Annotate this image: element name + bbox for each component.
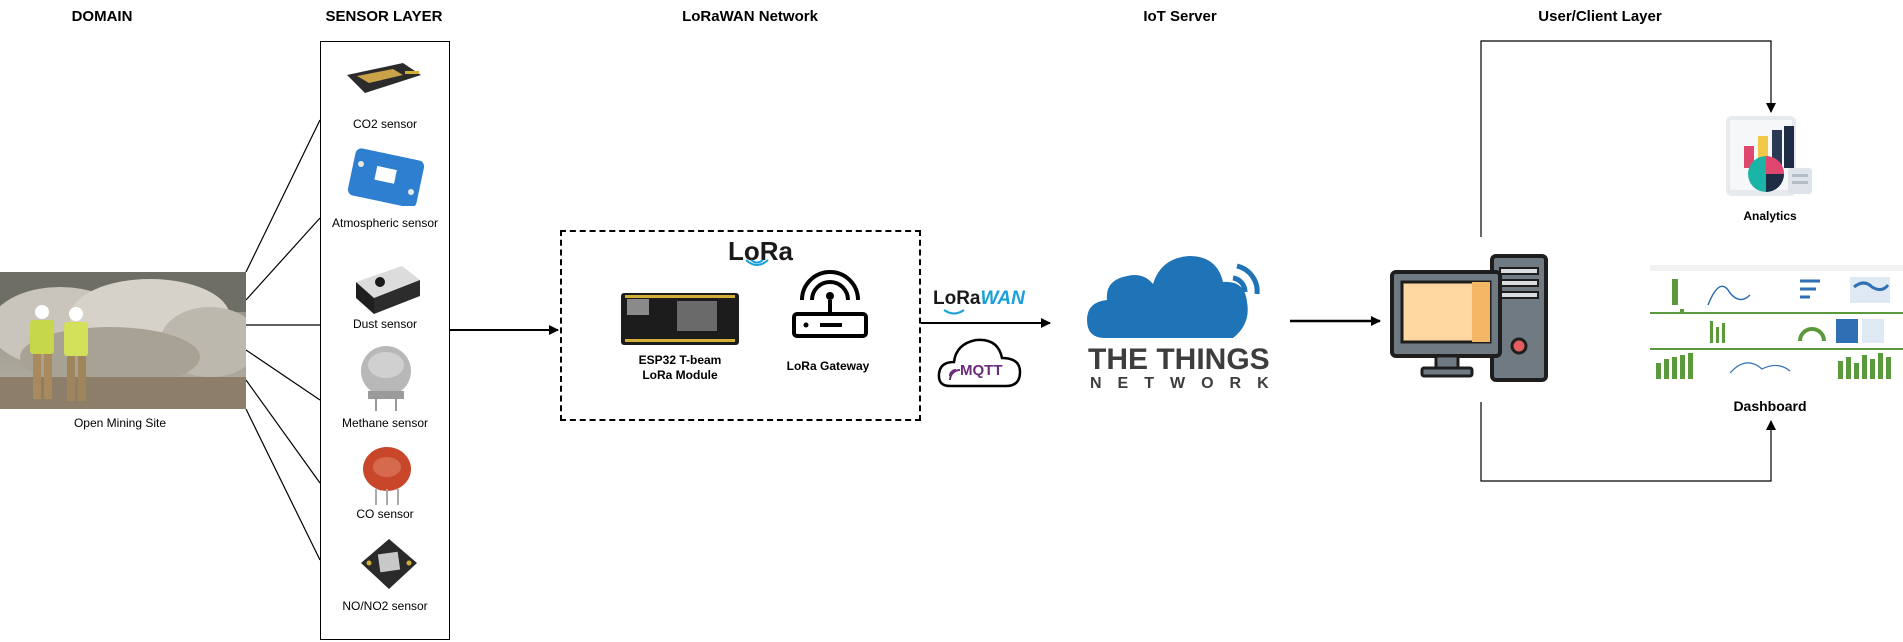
header-lorawan-network: LoRaWAN Network xyxy=(682,8,818,25)
header-sensor-layer: SENSOR LAYER xyxy=(325,8,443,25)
dust-sensor-icon xyxy=(356,266,420,314)
lorawan-wave-icon xyxy=(943,309,965,315)
esp32-label-line2: LoRa Module xyxy=(642,368,718,382)
arrow-pc-to-dashboard xyxy=(1480,402,1776,482)
link-no2 xyxy=(245,408,321,561)
co-sensor-icon xyxy=(363,447,411,505)
esp32-board-icon xyxy=(621,293,739,345)
link-co2 xyxy=(245,119,321,273)
link-co xyxy=(245,379,321,484)
co2-sensor-icon xyxy=(347,63,421,93)
mqtt-cloud-icon xyxy=(937,338,1022,388)
atmospheric-sensor-label: Atmospheric sensor xyxy=(331,216,439,230)
header-user-client-layer: User/Client Layer xyxy=(1538,8,1662,25)
arrow-pc-to-analytics xyxy=(1480,40,1776,237)
dashboard-thumbnail xyxy=(1650,265,1903,383)
link-methane xyxy=(245,349,321,401)
lorawan-logo-wan: WAN xyxy=(980,288,1025,309)
mqtt-logo: MQTT xyxy=(960,362,1003,379)
sensor-layer-box xyxy=(320,41,450,640)
lorawan-logo-lora: LoRa xyxy=(933,288,981,309)
dust-sensor-label: Dust sensor xyxy=(352,317,418,331)
lorawan-logo: LoRaWAN xyxy=(933,288,1025,310)
lora-gateway-icon xyxy=(792,270,868,338)
dashboard-label: Dashboard xyxy=(1733,398,1807,414)
gateway-label: LoRa Gateway xyxy=(786,359,870,373)
header-domain: DOMAIN xyxy=(71,8,133,25)
analytics-label: Analytics xyxy=(1743,209,1797,223)
mining-site-label: Open Mining Site xyxy=(73,416,167,430)
no2-sensor-label: NO/NO2 sensor xyxy=(342,599,428,613)
ttn-logo-line2: NETWORK xyxy=(1090,375,1285,392)
esp32-label-line1: ESP32 T-beam xyxy=(638,353,722,367)
co-sensor-label: CO sensor xyxy=(356,507,414,521)
atmospheric-sensor-icon xyxy=(347,148,425,206)
methane-sensor-icon xyxy=(361,346,411,411)
header-iot-server: IoT Server xyxy=(1143,8,1217,25)
ttn-logo-line1: THE THINGS xyxy=(1088,343,1270,376)
co2-sensor-label: CO2 sensor xyxy=(352,117,418,131)
methane-sensor-label: Methane sensor xyxy=(341,416,429,430)
analytics-icon xyxy=(1726,116,1812,196)
mining-site-image xyxy=(0,272,246,409)
desktop-computer-icon xyxy=(1390,254,1548,382)
ttn-cloud-icon xyxy=(1087,256,1260,338)
lora-wave-icon xyxy=(745,259,769,266)
link-atmospheric xyxy=(245,217,321,301)
lorawan-network-box xyxy=(560,230,921,421)
no2-sensor-icon xyxy=(361,539,417,589)
